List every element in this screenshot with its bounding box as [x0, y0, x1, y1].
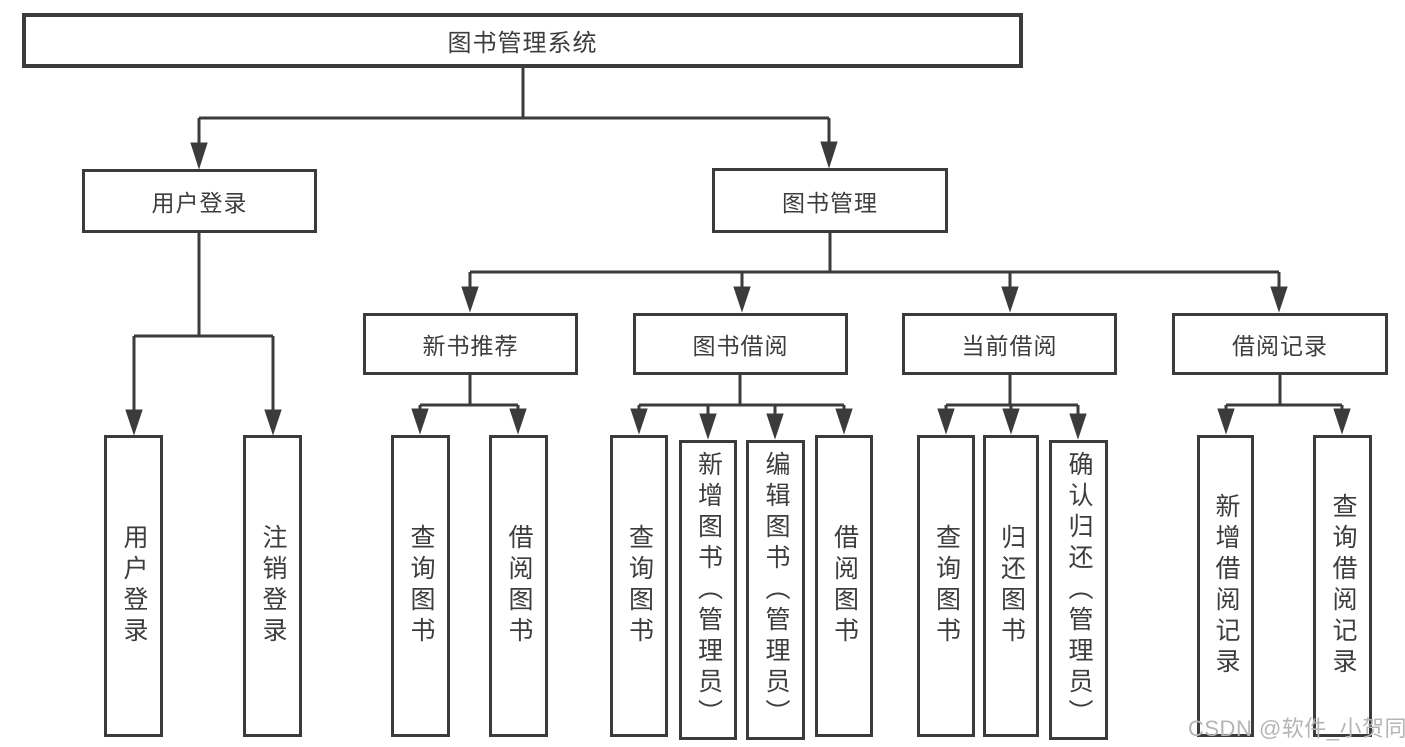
node-root-system: 图书管理系统: [22, 13, 1023, 68]
node-label: 图书管理: [782, 189, 878, 216]
arrowhead-icon: [264, 409, 282, 436]
connector-borrow-records-children: [1217, 375, 1351, 435]
node-book-borrow: 图书借阅: [633, 313, 848, 375]
leaf-borrow-books: 借阅图书: [815, 435, 873, 737]
arrowhead-icon: [411, 408, 429, 435]
arrowhead-icon: [190, 142, 208, 170]
leaf-logout: 注销登录: [243, 435, 302, 737]
arrowhead-icon: [630, 408, 648, 435]
leaf-return-books: 归还图书: [983, 435, 1039, 737]
node-label: 当前借阅: [961, 333, 1058, 359]
node-label: 借阅记录: [1232, 333, 1328, 359]
leaf-query-books-recommend: 查询图书: [391, 435, 450, 737]
leaf-add-borrow-record: 新增借阅记录: [1197, 435, 1254, 737]
leaf-borrow-books-recommend: 借阅图书: [489, 435, 548, 737]
connector-current-borrow-children: [937, 375, 1087, 440]
node-label: 查询图书: [407, 524, 435, 648]
connector-book-management-children: [461, 233, 1288, 313]
node-label: 查询图书: [932, 524, 961, 648]
arrowhead-icon: [1001, 286, 1019, 313]
node-label: 借阅图书: [830, 524, 859, 648]
arrowhead-icon: [699, 413, 717, 440]
arrowhead-icon: [733, 286, 751, 313]
leaf-query-books-borrow: 查询图书: [610, 435, 668, 737]
arrowhead-icon: [766, 413, 784, 440]
arrowhead-icon: [820, 141, 838, 169]
leaf-query-borrow-record: 查询借阅记录: [1313, 435, 1372, 737]
leaf-edit-books-admin: 编辑图书（管理员）: [746, 440, 805, 740]
arrowhead-icon: [1002, 408, 1020, 435]
arrowhead-icon: [1069, 413, 1087, 440]
arrowhead-icon: [1217, 408, 1235, 435]
arrowhead-icon: [461, 286, 479, 313]
leaf-add-books-admin: 新增图书（管理员）: [679, 440, 737, 740]
node-current-borrow: 当前借阅: [902, 313, 1117, 375]
leaf-confirm-return-admin: 确认归还（管理员）: [1049, 440, 1108, 740]
node-label: 借阅图书: [505, 524, 533, 648]
arrowhead-icon: [835, 408, 853, 435]
connector-user-login-children: [125, 233, 282, 436]
connector-root-to-level2: [190, 68, 838, 170]
arrowhead-icon: [1270, 286, 1288, 313]
node-label: 确认归还（管理员）: [1065, 450, 1093, 730]
node-label: 查询借阅记录: [1329, 493, 1357, 679]
arrowhead-icon: [125, 409, 143, 436]
node-new-book-recommend: 新书推荐: [363, 313, 578, 375]
node-label: 编辑图书（管理员）: [762, 450, 790, 730]
node-label: 新书推荐: [422, 333, 519, 359]
node-user-login: 用户登录: [82, 169, 317, 233]
node-label: 新增借阅记录: [1212, 493, 1240, 679]
node-label: 查询图书: [625, 524, 654, 648]
node-label: 图书管理系统: [447, 30, 598, 57]
csdn-watermark: CSDN @软件_小贺同学: [1188, 716, 1405, 741]
arrowhead-icon: [509, 408, 527, 435]
arrowhead-icon: [937, 408, 955, 435]
node-label: 用户登录: [151, 190, 248, 216]
connector-new-book-children: [411, 375, 527, 435]
leaf-user-login: 用户登录: [104, 435, 163, 737]
node-label: 注销登录: [259, 524, 287, 648]
node-label: 图书借阅: [692, 333, 789, 359]
node-book-management: 图书管理: [712, 168, 948, 233]
connector-book-borrow-children: [630, 375, 853, 440]
node-label: 新增图书（管理员）: [694, 450, 723, 730]
node-label: 用户登录: [120, 524, 148, 648]
node-borrow-records: 借阅记录: [1172, 313, 1388, 375]
node-label: 归还图书: [997, 524, 1026, 648]
arrowhead-icon: [1333, 408, 1351, 435]
leaf-query-books-current: 查询图书: [917, 435, 975, 737]
